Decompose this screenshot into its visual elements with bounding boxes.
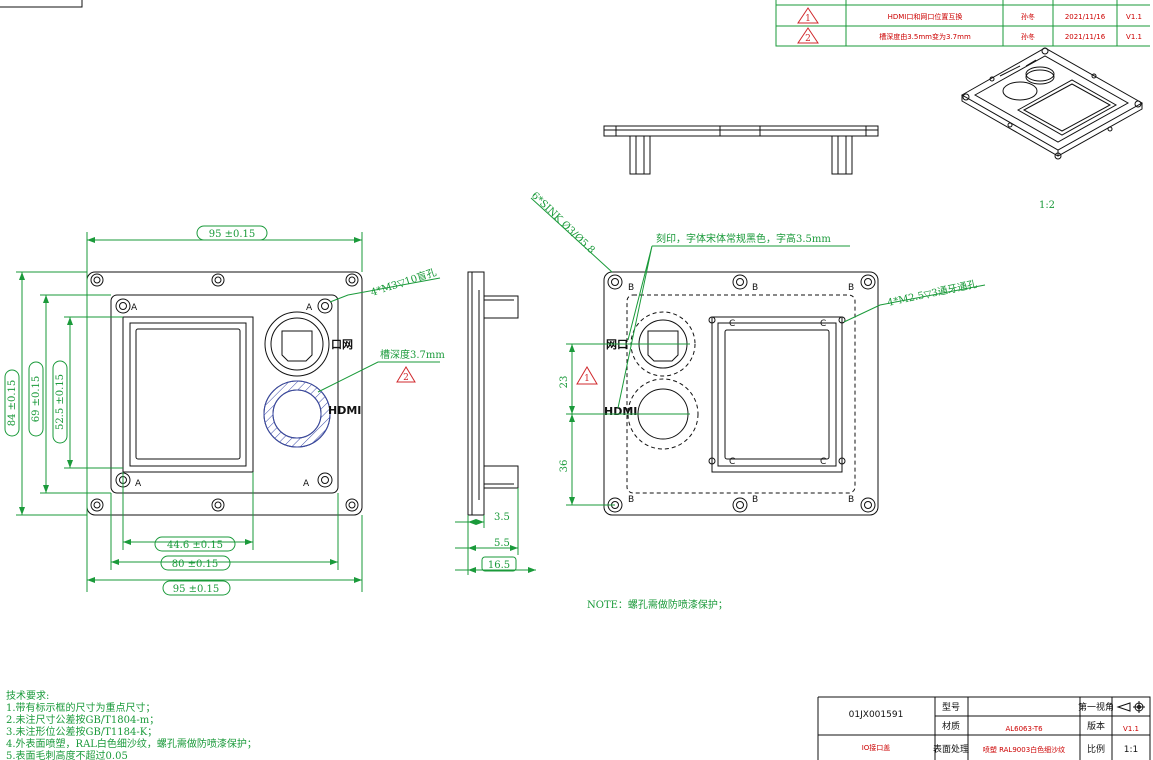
rev-date-1: 2021/11/16 (1065, 13, 1106, 21)
label-version: 版本 (1087, 720, 1105, 732)
label-model: 型号 (942, 702, 960, 713)
dim-height-mid: 69 ±0.15 (31, 376, 42, 423)
iso-scale-label: 1:2 (1039, 200, 1055, 211)
rev-date-2: 2021/11/16 (1065, 33, 1106, 41)
rev-content-1: HDMI口和网口位置互换 (888, 12, 963, 21)
revision-row-1: 1 HDMI口和网口位置互换 孙冬 2021/11/16 V1.1 (797, 7, 1142, 24)
side-dim-b: 5.5 (494, 538, 510, 549)
tech-item-1: 1.带有标示框的尺寸为重点尺寸； (6, 701, 156, 714)
drawing-number: 01JX001591 (849, 710, 904, 720)
hole-label-c-3: C (729, 457, 735, 467)
rev-mark-2: 2 (805, 34, 811, 44)
hole-label-a-4: A (303, 479, 310, 489)
dim-width-bottom: 95 ±0.15 (173, 584, 220, 595)
front-view: A A A A 口网 HDMI 95 ±0.15 (4, 225, 445, 596)
isometric-view (960, 47, 1144, 160)
hole-label-b-3: B (628, 283, 634, 293)
rev-mark-1: 1 (805, 14, 811, 24)
hole-label-c-4: C (820, 457, 826, 467)
back-rev-mark: 1 (584, 374, 590, 384)
rev-content-2: 槽深度由3.5mm变为3.7mm (879, 32, 971, 41)
surface-value: 喷塑 RAL9003白色细沙纹 (983, 745, 1065, 754)
scale-value: 1:1 (1124, 745, 1138, 755)
label-material: 材质 (942, 720, 960, 732)
hole-label-b-5: B (752, 495, 758, 505)
hole-label-a-1: A (131, 303, 138, 313)
revision-table: 1 HDMI口和网口位置互换 孙冬 2021/11/16 V1.1 2 槽深度由… (775, 0, 1150, 47)
hole-label-b-4: B (628, 495, 634, 505)
version-value: V1.1 (1123, 725, 1139, 733)
corner-box (0, 0, 83, 8)
groove-rev-mark: 2 (403, 373, 409, 383)
title-block: 01JX001591 IO接口盖 型号 材质 表面处理 AL6063-T6 喷塑… (817, 696, 1151, 760)
tech-item-5: 5.表面毛刺高度不超过0.05 (6, 749, 128, 760)
note-engraving: 刻印，字体宋体常规黑色，字高3.5mm (656, 232, 831, 245)
tech-item-3: 3.未注形位公差按GB/T1184-K； (6, 725, 157, 738)
part-name: IO接口盖 (862, 743, 891, 752)
back-view: B B B B B B C C C C 网口 HDMI 23 36 1 6*SI… (529, 190, 986, 516)
hole-label-c-1: C (729, 319, 735, 329)
tech-item-4: 4.外表面喷塑，RAL白色细沙纹，螺孔需做防喷漆保护； (6, 737, 257, 750)
material-value: AL6063-T6 (1005, 725, 1043, 733)
dim-width-top: 95 ±0.15 (209, 229, 256, 240)
hole-label-b-2: B (848, 283, 854, 293)
note-groove-depth: 槽深度3.7mm (380, 348, 445, 361)
tech-item-2: 2.未注尺寸公差按GB/T1804-m； (6, 713, 159, 726)
tech-title: 技术要求: (6, 689, 49, 702)
hole-label-b-6: B (848, 495, 854, 505)
dim-inner-width: 44.6 ±0.15 (167, 540, 223, 551)
note-through-holes: 4*M2.5▽3通牙通孔 (886, 278, 978, 309)
dim-23: 23 (559, 376, 570, 389)
top-edge-view (603, 125, 879, 175)
label-surface: 表面处理 (933, 743, 969, 755)
rev-author-1: 孙冬 (1021, 12, 1035, 21)
hole-label-a-2: A (306, 303, 313, 313)
side-dim-c: 16.5 (488, 560, 510, 571)
label-hdmi: HDMI (604, 405, 637, 418)
side-view: 3.5 5.5 16.5 (455, 271, 536, 575)
rev-version-2: V1.1 (1126, 33, 1142, 41)
hole-label-a-3: A (135, 479, 142, 489)
note-blind-holes: 4*M3▽10盲孔 (369, 265, 438, 298)
hole-label-c-2: C (820, 319, 826, 329)
note-line: NOTE：螺孔需做防喷漆保护； (587, 598, 728, 611)
projection-symbol-icon (1116, 701, 1145, 713)
tech-requirements: 技术要求: 1.带有标示框的尺寸为重点尺寸； 2.未注尺寸公差按GB/T1804… (6, 689, 257, 760)
rev-author-2: 孙冬 (1021, 32, 1035, 41)
dim-height-inner: 52.5 ±0.15 (55, 374, 66, 430)
port-label-hdmi: HDMI (328, 404, 361, 417)
label-projection: 第一视角 (1078, 701, 1114, 713)
rev-version-1: V1.1 (1126, 13, 1142, 21)
port-label-lan: 口网 (331, 338, 353, 351)
dim-mid-width: 80 ±0.15 (172, 559, 219, 570)
dim-height-outer: 84 ±0.15 (7, 380, 18, 427)
side-dim-a: 3.5 (494, 512, 510, 523)
revision-row-2: 2 槽深度由3.5mm变为3.7mm 孙冬 2021/11/16 V1.1 (797, 27, 1142, 44)
note-sink: 6*SINK Ø3/Ø5.8 (529, 190, 597, 256)
hole-label-b-1: B (752, 283, 758, 293)
dim-36: 36 (559, 460, 570, 473)
label-scale: 比例 (1087, 743, 1105, 755)
